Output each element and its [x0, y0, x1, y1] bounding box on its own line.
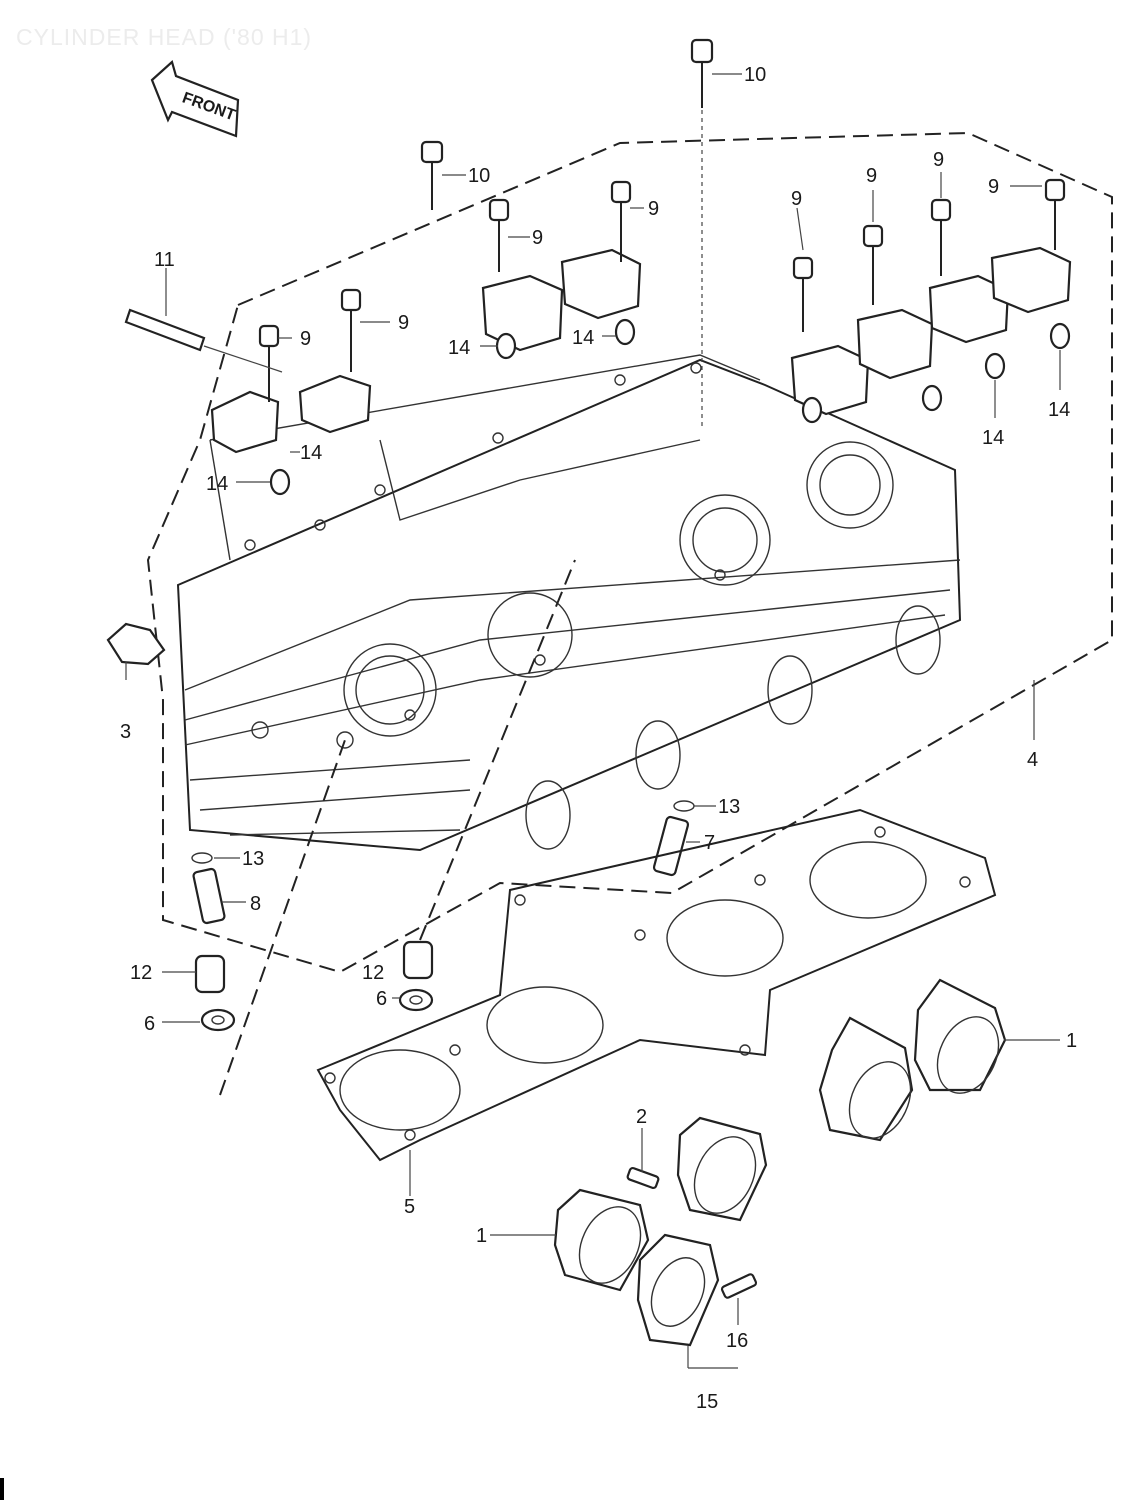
callout-14: 14 [448, 337, 470, 359]
callout-14: 14 [982, 427, 1004, 449]
callout-15: 15 [696, 1391, 718, 1413]
callout-1: 1 [476, 1225, 487, 1247]
diagram-title: CYLINDER HEAD ('80 H1) [16, 24, 313, 50]
callout-14: 14 [572, 327, 594, 349]
callout-9: 9 [988, 176, 999, 198]
callout-10: 10 [468, 165, 490, 187]
callout-4: 4 [1027, 749, 1038, 771]
head-gasket [316, 808, 997, 1162]
dowel-pins [269, 318, 1071, 496]
callout-12: 12 [362, 962, 384, 984]
callout-14: 14 [1048, 399, 1070, 421]
callout-6: 6 [376, 988, 387, 1010]
callout-16: 16 [726, 1330, 748, 1352]
callout-6: 6 [144, 1013, 155, 1035]
callout-9: 9 [648, 198, 659, 220]
intake-holders [553, 978, 1007, 1347]
callout-13: 13 [242, 848, 264, 870]
callout-11: 11 [154, 249, 175, 271]
callout-12: 12 [130, 962, 152, 984]
callout-2: 2 [636, 1106, 647, 1128]
cap-bolts [258, 38, 1066, 430]
callout-1: 1 [1066, 1030, 1077, 1052]
front-arrow-icon: FRONT [150, 60, 240, 138]
callout-9: 9 [866, 165, 877, 187]
leader-lines [125, 73, 1061, 1369]
small-parts [191, 559, 695, 1096]
callout-8: 8 [250, 893, 261, 915]
callout-labels: 10 10 9 9 9 9 9 9 9 9 11 14 14 14 14 14 … [120, 64, 1077, 1413]
callout-9: 9 [933, 149, 944, 171]
plug-3 [106, 622, 166, 666]
callout-14: 14 [300, 442, 322, 464]
callout-9: 9 [791, 188, 802, 210]
edge-mark [0, 1478, 4, 1500]
assembly-outline [146, 131, 1113, 974]
pin-11 [124, 268, 283, 373]
callout-5: 5 [404, 1196, 415, 1218]
callout-3: 3 [120, 721, 131, 743]
callout-13: 13 [718, 796, 740, 818]
callout-9: 9 [398, 312, 409, 334]
callout-14: 14 [206, 473, 228, 495]
callout-9: 9 [532, 227, 543, 249]
callout-10: 10 [744, 64, 766, 86]
callout-9: 9 [300, 328, 311, 350]
callout-7: 7 [704, 832, 715, 854]
cylinder-head [176, 354, 962, 852]
cam-caps [210, 246, 1072, 454]
